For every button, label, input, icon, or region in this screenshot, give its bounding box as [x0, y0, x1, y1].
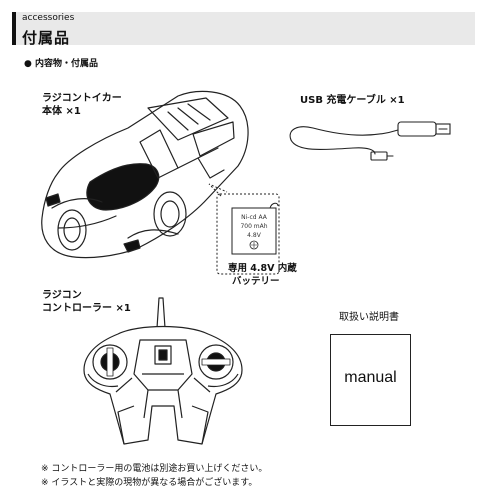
- controller-label: ラジコン コントローラー ×1: [42, 289, 131, 315]
- battery-label-line1: 専用 4.8V 内蔵: [228, 263, 297, 274]
- battery-pack-line2: 700 mAh: [240, 223, 267, 230]
- usb-cable-label: USB 充電ケーブル ×1: [300, 95, 405, 106]
- manual-label: 取扱い説明書: [339, 312, 399, 323]
- rc-car-illustration: [41, 90, 249, 259]
- car-label-line2: 本体 ×1: [42, 106, 81, 117]
- battery-callout-bubble: [208, 183, 280, 275]
- manual-booklet: manual: [330, 334, 411, 426]
- battery-label-line2: バッテリー: [232, 276, 280, 287]
- remote-controller-illustration: [83, 297, 243, 445]
- battery-pack-line3: 4.8V: [247, 232, 262, 239]
- note-illustration: ※ イラストと実際の現物が異なる場合がございます。: [41, 478, 258, 488]
- car-label-line1: ラジコントイカー: [42, 93, 122, 104]
- car-label: ラジコントイカー 本体 ×1: [42, 92, 122, 118]
- battery-pack-line1: Ni-cd AA: [241, 214, 268, 221]
- section-header: [12, 12, 475, 45]
- note-batteries: ※ コントローラー用の電池は別途お買い上げください。: [41, 464, 268, 474]
- manual-cover-text: manual: [344, 369, 397, 386]
- controller-label-line1: ラジコン: [42, 290, 82, 301]
- battery-label: 専用 4.8V 内蔵 バッテリー: [228, 262, 297, 288]
- controller-label-line2: コントローラー ×1: [42, 303, 131, 314]
- section-title: 付属品: [22, 29, 71, 47]
- contents-label: ● 内容物・付属品: [24, 59, 98, 69]
- section-subtitle: accessories: [22, 13, 75, 23]
- usb-cable-illustration: [289, 121, 451, 161]
- battery-pack-illustration: Ni-cd AA 700 mAh 4.8V: [231, 202, 279, 255]
